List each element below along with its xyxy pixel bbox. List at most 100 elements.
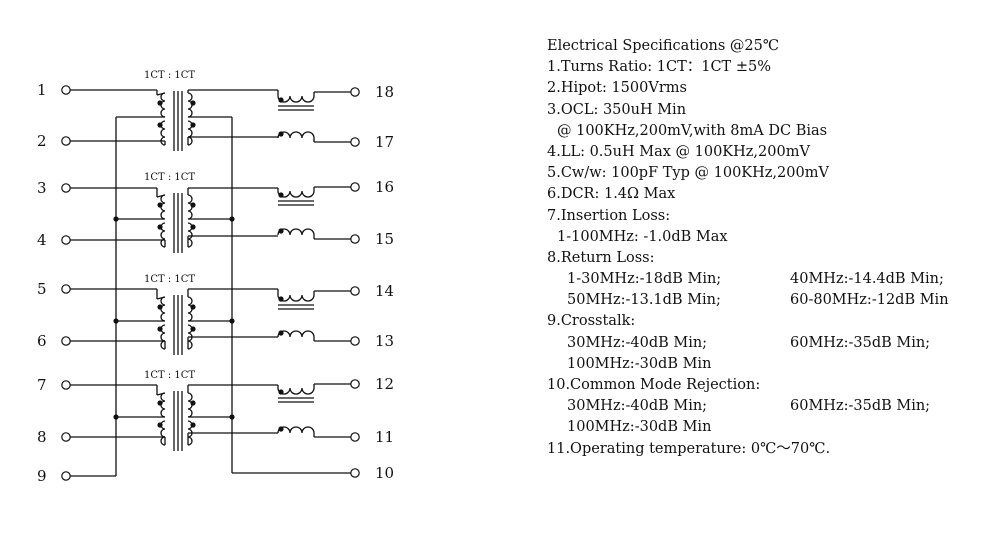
pin-terminal [61, 183, 71, 193]
wire [156, 92, 166, 96]
spec-line: 30MHz:-40dB Min; 60MHz:-35dB Min; [547, 333, 977, 354]
junction-dot [190, 422, 196, 428]
spec-value: 60MHz:-35dB Min; [790, 398, 931, 415]
pin-label: 6 [37, 332, 47, 350]
spec-line: 6.DCR: 1.4Ω Max [547, 186, 676, 203]
spec-list: 1.Turns Ratio: 1CT：1CT ±5% 2.Hipot: 1500V… [547, 57, 977, 460]
pin-terminal [350, 137, 360, 147]
pin-terminal [350, 234, 360, 244]
pin-terminal [61, 380, 71, 390]
junction-dot [157, 122, 163, 128]
pin-label: 13 [375, 332, 394, 350]
pin-terminal [61, 471, 71, 481]
junction-dot [190, 224, 196, 230]
spec-line: 100MHz:-30dB Min [547, 354, 977, 375]
junction-dot [278, 296, 284, 302]
choke-winding [277, 294, 315, 302]
electrical-specifications: Electrical Specifications @25℃ 1.Turns R… [547, 36, 977, 460]
turns-ratio-label: 1CT : 1CT [144, 70, 195, 81]
pin-terminal [350, 182, 360, 192]
pin-terminal [350, 286, 360, 296]
pin-label: 11 [375, 428, 394, 446]
choke-winding [277, 190, 315, 198]
junction-dot [157, 202, 163, 208]
spec-value: 30MHz:-40dB Min; [567, 334, 708, 351]
pin-label: 14 [375, 282, 394, 300]
wire [156, 296, 166, 300]
spec-line: 11.Operating temperature: 0℃～70℃. [547, 440, 831, 457]
spec-value: 30MHz:-40dB Min; [567, 398, 708, 415]
spec-line: 9.Crosstalk: [547, 313, 636, 330]
pin-terminal [350, 468, 360, 478]
wire [156, 392, 166, 396]
junction-dot [157, 224, 163, 230]
pin-label: 7 [37, 376, 47, 394]
pin-label: 2 [37, 132, 47, 150]
pin-terminal [61, 85, 71, 95]
pin-label: 17 [375, 133, 394, 151]
junction-dot [278, 192, 284, 198]
spec-line: 10.Common Mode Rejection: [547, 377, 761, 393]
pin-terminal [61, 432, 71, 442]
junction-dot [157, 304, 163, 310]
spec-line: 8.Return Loss: [547, 249, 655, 266]
junction-dot [157, 326, 163, 332]
spec-value: 60-80MHz:-12dB Min [790, 292, 949, 309]
spec-line: 100MHz:-30dB Min [547, 417, 977, 438]
spec-line: 7.Insertion Loss: [547, 207, 671, 224]
spec-line: 30MHz:-40dB Min; 60MHz:-35dB Min; [547, 396, 977, 417]
spec-title: Electrical Specifications @25℃ [547, 38, 780, 54]
junction-dot [190, 202, 196, 208]
junction-dot [190, 326, 196, 332]
pin-label: 3 [37, 179, 47, 197]
spec-value: 100MHz:-30dB Min [567, 355, 712, 372]
junction-dot [278, 131, 284, 137]
junction-dot [190, 400, 196, 406]
wire [156, 194, 166, 198]
junction-dot [278, 228, 284, 234]
spec-value: 50MHz:-13.1dB Min; [567, 292, 721, 309]
spec-value: 1-30MHz:-18dB Min; [567, 271, 722, 288]
pin-label: 9 [37, 467, 47, 485]
spec-line: @ 100KHz,200mV,with 8mA DC Bias [557, 122, 828, 139]
spec-line: 1.Turns Ratio: 1CT：1CT ±5% [547, 59, 771, 76]
junction-dot [190, 304, 196, 310]
junction-dot [190, 100, 196, 106]
turns-ratio-label: 1CT : 1CT [144, 172, 195, 183]
junction-dot [278, 330, 284, 336]
junction-dot [190, 122, 196, 128]
choke-winding [277, 387, 315, 395]
junction-dot [278, 389, 284, 395]
pin-label: 1 [37, 81, 47, 99]
junction-dot [278, 97, 284, 103]
spec-line: 3.OCL: 350uH Min [547, 101, 687, 118]
choke-winding [277, 95, 315, 103]
turns-ratio-label: 1CT : 1CT [144, 370, 195, 381]
choke-winding [277, 330, 315, 338]
pin-label: 8 [37, 428, 47, 446]
turns-ratio-label: 1CT : 1CT [144, 274, 195, 285]
pin-label: 15 [375, 230, 394, 248]
pin-label: 16 [375, 178, 394, 196]
pin-label: 5 [37, 280, 47, 298]
choke-winding [277, 131, 315, 139]
pin-label: 10 [375, 464, 394, 482]
pin-label: 18 [375, 83, 394, 101]
spec-value: 60MHz:-35dB Min; [790, 334, 931, 351]
junction-dot [278, 426, 284, 432]
pin-label: 4 [37, 231, 47, 249]
choke-winding [277, 228, 315, 236]
pin-terminal [350, 379, 360, 389]
pin-terminal [61, 235, 71, 245]
pin-terminal [350, 336, 360, 346]
junction-dot [157, 100, 163, 106]
spec-line: 5.Cw/w: 100pF Typ @ 100KHz,200mV [547, 165, 829, 182]
pin-terminal [61, 136, 71, 146]
spec-line: 2.Hipot: 1500Vrms [547, 80, 687, 97]
spec-line: 1-30MHz:-18dB Min;40MHz:-14.4dB Min; [547, 269, 977, 290]
choke-winding [277, 426, 315, 434]
pin-label: 12 [375, 375, 394, 393]
pin-terminal [350, 87, 360, 97]
pin-terminal [61, 336, 71, 346]
